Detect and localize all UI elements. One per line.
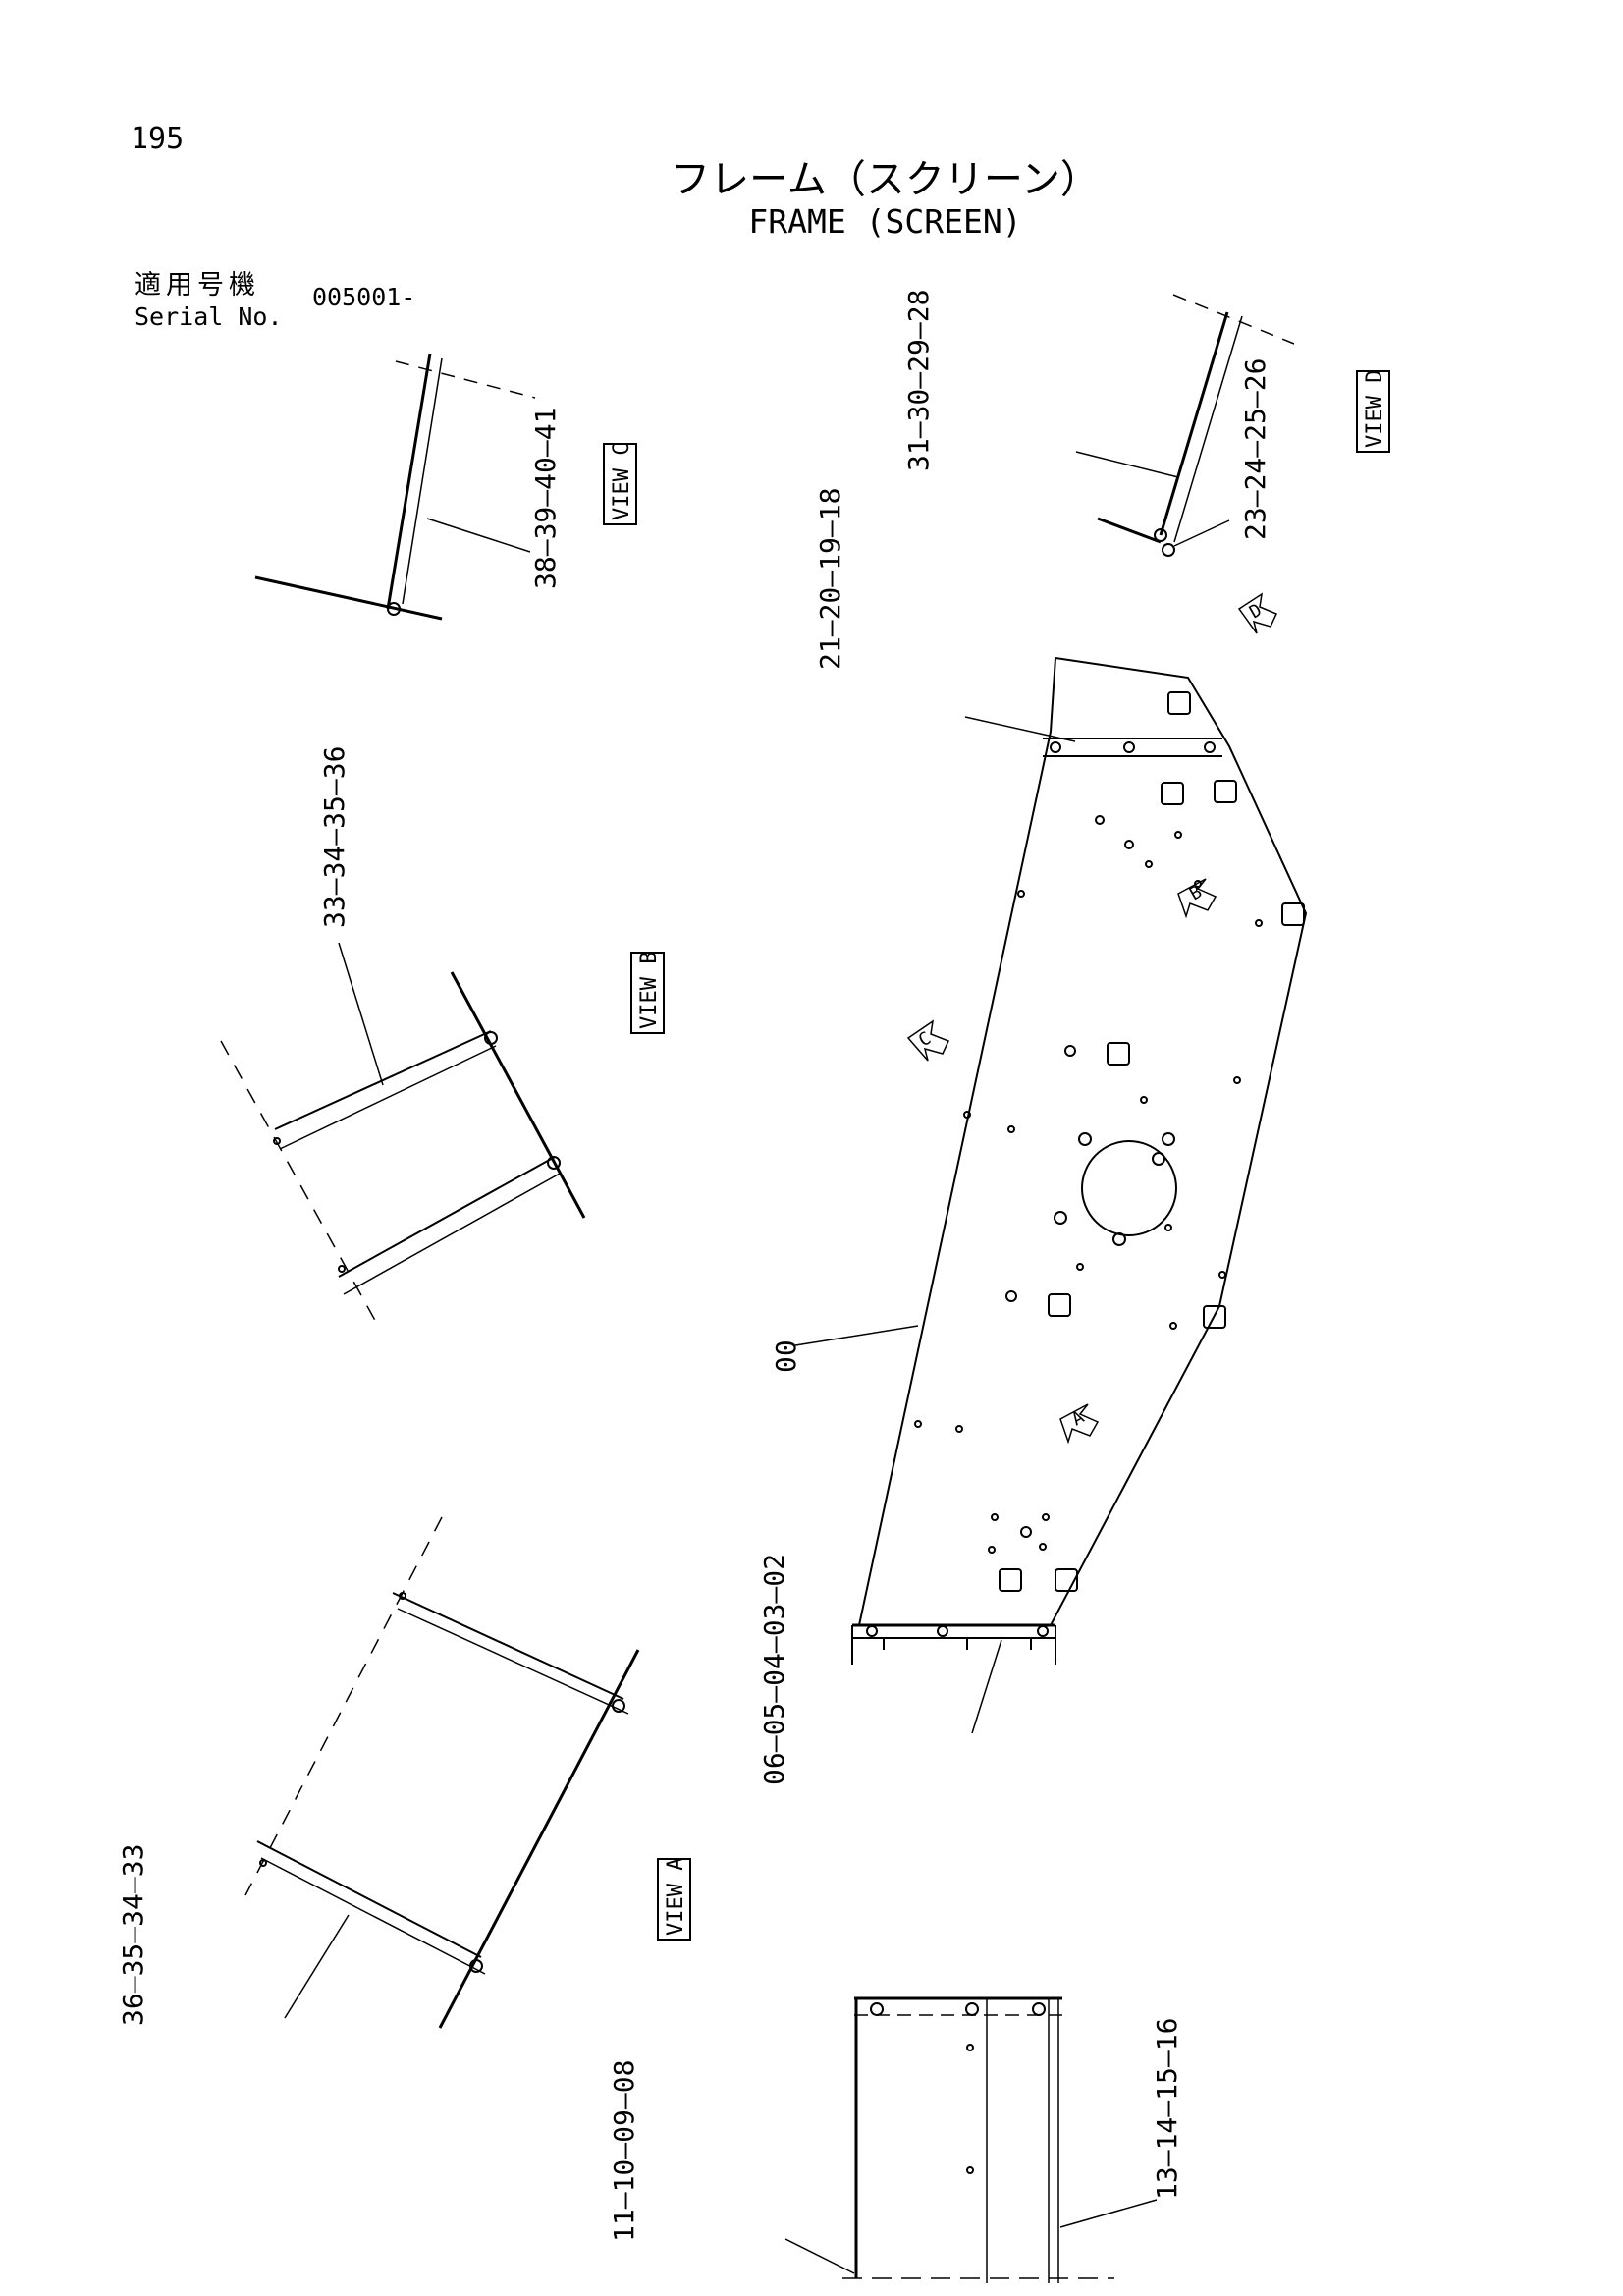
serial-label-english: Serial No. — [135, 302, 283, 331]
view-d-drawing — [1075, 294, 1295, 557]
callout-view-d-upper: 31―30―29―28 — [902, 290, 935, 471]
callout-view-b: 33―34―35―36 — [318, 746, 351, 928]
callout-bottom-left: 11―10―09―08 — [608, 2060, 640, 2242]
callout-frame: 00 — [770, 1339, 802, 1373]
view-b-drawing — [220, 942, 586, 1327]
view-b-label: VIEW B — [637, 952, 662, 1029]
view-a-label: VIEW A — [664, 1858, 688, 1936]
view-d-label: VIEW D — [1363, 370, 1387, 448]
callout-bottom-plate: 06―05―04―03―02 — [758, 1554, 790, 1785]
arrow-letter-b: B — [1186, 882, 1206, 905]
callout-view-d-lower: 23―24―25―26 — [1239, 358, 1271, 540]
bottom-section-drawing — [784, 1996, 1158, 2283]
callout-bottom-right: 13―14―15―16 — [1151, 2018, 1183, 2200]
main-frame-drawing — [794, 656, 1308, 1734]
view-a-drawing — [244, 1516, 640, 2029]
callout-view-c: 38―39―40―41 — [529, 408, 562, 589]
view-arrow-c — [906, 1019, 950, 1062]
arrow-letter-d: D — [1246, 600, 1266, 624]
view-c-label-box — [603, 443, 637, 525]
title-japanese: フレーム（スクリーン） — [671, 157, 1100, 202]
view-c-drawing — [254, 353, 536, 621]
view-arrow-b — [1177, 878, 1217, 919]
view-a-label-box — [657, 1858, 691, 1941]
view-c-label: VIEW C — [610, 443, 634, 520]
view-arrow-d — [1237, 592, 1278, 634]
page-number: 195 — [131, 122, 185, 156]
view-arrow-a — [1059, 1403, 1100, 1445]
title-english: FRAME (SCREEN) — [748, 202, 1022, 241]
callout-view-a: 36―35―34―33 — [117, 1844, 149, 2026]
view-b-label-box — [630, 952, 665, 1034]
serial-number-value: 005001- — [312, 283, 416, 311]
view-d-label-box — [1356, 370, 1390, 453]
serial-label-japanese: 適用号機 — [135, 270, 260, 301]
arrow-letter-a: A — [1068, 1407, 1088, 1431]
callout-top-plate: 21―20―19―18 — [814, 488, 846, 670]
